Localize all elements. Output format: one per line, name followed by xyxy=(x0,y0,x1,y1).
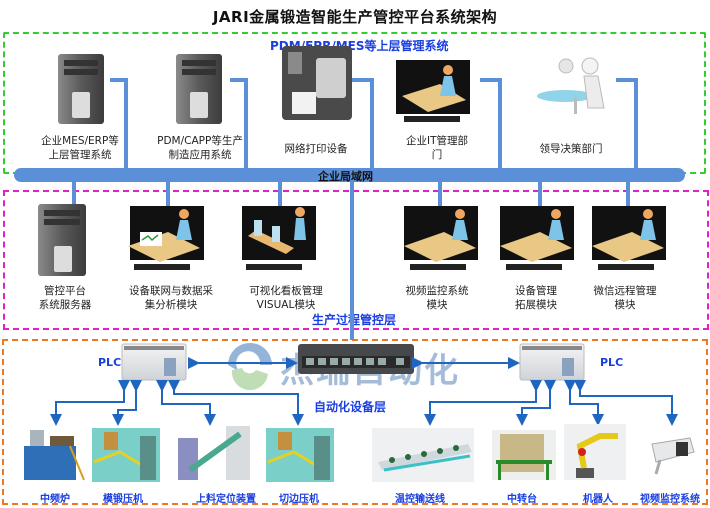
meeting-icon xyxy=(537,57,605,114)
top-node-label: 网络打印设备 xyxy=(284,143,348,155)
plc-right-icon xyxy=(519,343,585,381)
server-tower-icon xyxy=(176,54,222,124)
mid-node-label: 微信远程管理 模块 xyxy=(593,285,657,311)
lan-backbone xyxy=(14,168,324,182)
loader-icon xyxy=(178,426,250,480)
bottom-layer-label: 自动化设备层 xyxy=(314,400,387,414)
automation-equipment-zone xyxy=(2,339,708,505)
diagram-title: JARI金属锻造智能生产管控平台系统架构 xyxy=(212,8,498,26)
lan-backbone-right xyxy=(300,168,685,182)
camera-icon xyxy=(651,437,695,475)
right-device-links xyxy=(424,380,678,426)
network-switch-icon xyxy=(298,344,414,374)
forging-press-icon xyxy=(92,428,160,482)
device-label: 中频炉 xyxy=(40,494,70,505)
mid-node-label: 管控平台 系统服务器 xyxy=(38,285,92,311)
top-node-label: 领导决策部门 xyxy=(539,143,603,155)
workstation-icon xyxy=(592,206,666,270)
device-label: 模锻压机 xyxy=(103,494,143,505)
device-label: 温控输送线 xyxy=(395,494,445,505)
process-control-zone xyxy=(3,190,709,330)
plc-left-icon xyxy=(121,343,187,381)
top-connectors xyxy=(110,78,638,170)
device-label: 视频监控系统 xyxy=(640,494,700,505)
top-node-label: PDM/CAPP等生产 制造应用系统 xyxy=(157,135,243,161)
plc-left-label: PLC xyxy=(98,356,122,369)
top-node-label: 企业MES/ERP等 上层管理系统 xyxy=(41,135,119,161)
device-label: 切边压机 xyxy=(279,494,319,505)
workstation-icon xyxy=(500,206,574,270)
left-device-links xyxy=(50,380,304,426)
server-tower-icon xyxy=(58,54,104,124)
workstation-icon xyxy=(404,206,478,270)
workstation-icon xyxy=(396,60,470,122)
mid-node-label: 设备管理 拓展模块 xyxy=(515,285,557,311)
device-label: 中转台 xyxy=(507,494,537,505)
workstation-icon xyxy=(242,206,316,270)
server-tower-icon xyxy=(38,204,86,276)
mid-connectors xyxy=(72,180,630,340)
robot-arm-icon xyxy=(564,424,626,480)
workstation-icon xyxy=(128,206,204,270)
plc-right-label: PLC xyxy=(600,356,624,369)
transfer-table-icon xyxy=(492,430,556,480)
lan-label: 企业局域网 xyxy=(318,170,373,183)
conveyor-icon xyxy=(372,428,474,482)
mid-node-label: 可视化看板管理 VISUAL模块 xyxy=(249,285,323,311)
mid-layer-label: 生产过程管控层 xyxy=(312,313,397,327)
printer-icon xyxy=(282,46,352,120)
device-label: 上料定位装置 xyxy=(196,494,256,505)
mid-node-label: 设备联网与数据采 集分析模块 xyxy=(129,285,213,311)
forging-press-icon xyxy=(266,428,334,482)
mid-node-label: 视频监控系统 模块 xyxy=(405,285,469,311)
device-label: 机器人 xyxy=(583,494,613,505)
furnace-icon xyxy=(24,430,85,481)
top-node-label: 企业IT管理部 门 xyxy=(405,135,468,161)
